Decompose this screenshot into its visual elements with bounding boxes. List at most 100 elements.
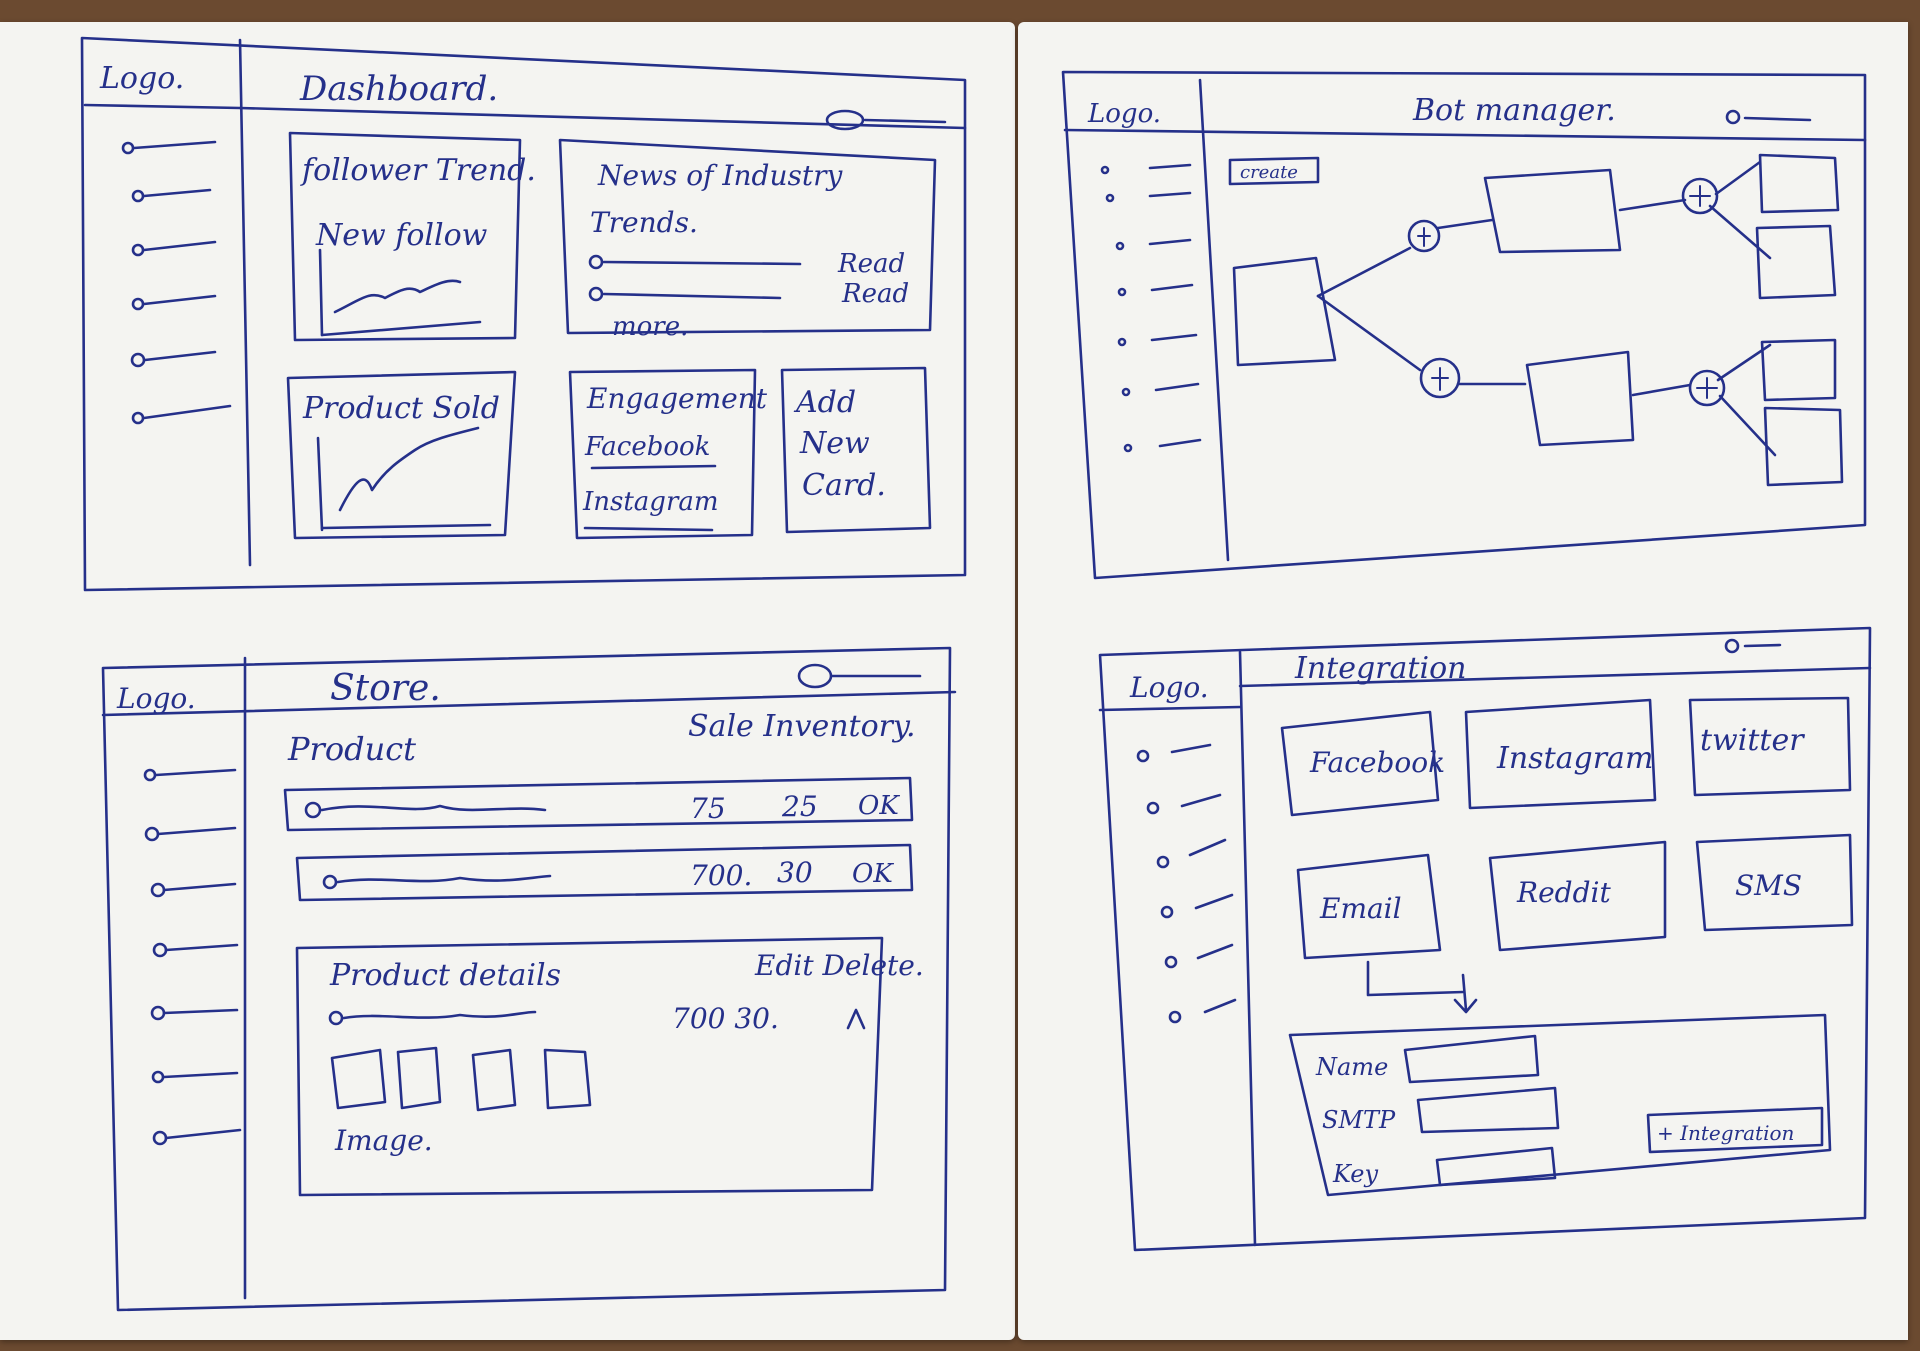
- bot-manager-logo: Logo.: [1087, 99, 1161, 129]
- flow-leaf-node[interactable]: [1760, 338, 1837, 402]
- sidebar-item[interactable]: [131, 294, 217, 311]
- follower-trend-card[interactable]: follower Trend. New follow: [288, 131, 536, 342]
- flow-node[interactable]: [1483, 168, 1622, 254]
- product-row[interactable]: 700. 30 OK: [295, 843, 914, 902]
- news-read-link-2[interactable]: Read: [841, 279, 909, 309]
- sidebar-item[interactable]: [131, 188, 212, 203]
- integration-tile-reddit[interactable]: Reddit: [1488, 840, 1667, 952]
- news-read-link-1[interactable]: Read: [837, 249, 905, 279]
- form-key-label: Key: [1332, 1160, 1378, 1188]
- store-logo: Logo.: [116, 682, 196, 715]
- sidebar-item[interactable]: [143, 768, 237, 782]
- tile-label: twitter: [1700, 723, 1805, 758]
- integration-tile-instagram[interactable]: Instagram: [1464, 698, 1657, 810]
- flow-leaf-node[interactable]: [1755, 224, 1837, 300]
- add-card-line-2: New: [799, 426, 870, 461]
- flow-node[interactable]: [1525, 350, 1635, 447]
- product-image-label: Image.: [334, 1124, 433, 1157]
- add-card-line-1: Add: [793, 385, 856, 420]
- product-details-actions[interactable]: Edit Delete.: [754, 949, 924, 982]
- create-bot-button[interactable]: create: [1228, 156, 1320, 186]
- sidebar-item[interactable]: [150, 1005, 239, 1021]
- form-name-label: Name: [1315, 1053, 1388, 1081]
- sidebar-item[interactable]: [121, 140, 217, 155]
- flow-leaf-node[interactable]: [1758, 153, 1840, 214]
- sidebar-item[interactable]: [152, 942, 239, 958]
- sidebar-item[interactable]: [130, 350, 217, 368]
- product-row-action[interactable]: OK: [852, 859, 894, 889]
- sidebar-item[interactable]: [152, 1128, 242, 1146]
- sidebar-item[interactable]: [1117, 333, 1198, 347]
- sidebar-item[interactable]: [1115, 238, 1192, 251]
- sidebar-item[interactable]: [1168, 998, 1237, 1024]
- sidebar-item[interactable]: [1100, 163, 1192, 175]
- flow-add-node-button[interactable]: [1419, 357, 1461, 399]
- follower-trend-line: [333, 279, 462, 314]
- product-row[interactable]: 75 25 OK: [283, 776, 914, 832]
- smtp-input[interactable]: [1416, 1086, 1560, 1134]
- flow-leaf-node[interactable]: [1763, 406, 1844, 487]
- integration-form-panel: Name SMTP Key + Integration: [1288, 1013, 1832, 1197]
- chevron-up-icon[interactable]: [846, 1008, 866, 1030]
- sidebar-item[interactable]: [131, 404, 232, 425]
- bot-manager-profile-icon[interactable]: [1725, 109, 1812, 125]
- product-sold-trend-line: [338, 426, 480, 512]
- dashboard-title: Dashboard.: [299, 69, 498, 109]
- flow-root-node[interactable]: [1232, 256, 1337, 367]
- tile-label: Facebook: [1309, 746, 1445, 779]
- image-thumbnail[interactable]: [330, 1048, 387, 1110]
- sidebar-item[interactable]: [150, 882, 237, 898]
- sidebar-item[interactable]: [1156, 838, 1227, 869]
- image-thumbnail[interactable]: [471, 1048, 517, 1112]
- store-profile-icon[interactable]: [797, 663, 922, 689]
- integration-tile-facebook[interactable]: Facebook: [1280, 710, 1445, 817]
- follower-card-title: follower Trend.: [300, 153, 536, 188]
- sidebar-item[interactable]: [1160, 893, 1234, 919]
- left-paper-sheet: [0, 22, 1015, 1340]
- dashboard-profile-icon[interactable]: [825, 109, 947, 131]
- product-sold-card[interactable]: Product Sold: [286, 370, 517, 540]
- sidebar-item[interactable]: [144, 826, 237, 842]
- key-input[interactable]: [1435, 1146, 1557, 1187]
- connector-arrow-icon: [1366, 960, 1478, 1014]
- integration-logo: Logo.: [1129, 671, 1209, 704]
- integration-tile-twitter[interactable]: twitter: [1688, 696, 1852, 797]
- sidebar-item[interactable]: [1146, 793, 1222, 815]
- tile-label: Instagram: [1496, 741, 1653, 776]
- engagement-card[interactable]: Engagement Facebook Instagram: [568, 368, 768, 540]
- integration-wireframe: Logo. Integration Facebook Instagram twi…: [1098, 626, 1872, 1252]
- add-integration-button[interactable]: + Integration: [1646, 1106, 1824, 1154]
- sidebar-item[interactable]: [1121, 382, 1200, 397]
- add-card-line-3: Card.: [802, 468, 886, 503]
- flow-branch-button[interactable]: [1681, 177, 1719, 215]
- product-details-values: 700 30.: [672, 1002, 779, 1035]
- sidebar-item[interactable]: [151, 1070, 239, 1084]
- integration-tile-sms[interactable]: SMS: [1695, 833, 1854, 932]
- name-input[interactable]: [1403, 1034, 1540, 1084]
- sidebar-item[interactable]: [1164, 943, 1234, 969]
- sidebar-item[interactable]: [1136, 743, 1212, 763]
- image-thumbnail[interactable]: [396, 1046, 442, 1110]
- tile-label: Reddit: [1516, 876, 1611, 909]
- dashboard-sidebar-items: [121, 140, 232, 425]
- product-row-inventory: 25: [781, 790, 818, 823]
- dashboard-wireframe: Logo. Dashboard. follower Trend. New fol…: [80, 36, 967, 592]
- image-thumbnail[interactable]: [543, 1048, 592, 1110]
- sidebar-item[interactable]: [131, 240, 217, 257]
- sidebar-item[interactable]: [1105, 191, 1192, 203]
- sidebar-item[interactable]: [1117, 283, 1194, 297]
- product-row-sale: 75: [690, 792, 726, 825]
- add-new-card[interactable]: Add New Card.: [780, 366, 932, 534]
- integration-profile-icon[interactable]: [1724, 638, 1782, 654]
- news-industry-card[interactable]: News of Industry Trends. Read Read more.: [558, 138, 937, 342]
- sidebar-item[interactable]: [1123, 438, 1202, 453]
- integration-tile-email[interactable]: Email: [1296, 853, 1442, 960]
- product-row-sale: 700.: [690, 859, 752, 892]
- tile-label: Email: [1319, 892, 1402, 925]
- news-more-link[interactable]: more.: [612, 312, 688, 342]
- product-row-action[interactable]: OK: [858, 791, 900, 821]
- flow-branch-button[interactable]: [1688, 369, 1726, 407]
- flow-add-node-button[interactable]: [1407, 219, 1441, 253]
- bot-flow-diagram: [1232, 153, 1844, 487]
- follower-card-subtitle: New follow: [315, 218, 488, 253]
